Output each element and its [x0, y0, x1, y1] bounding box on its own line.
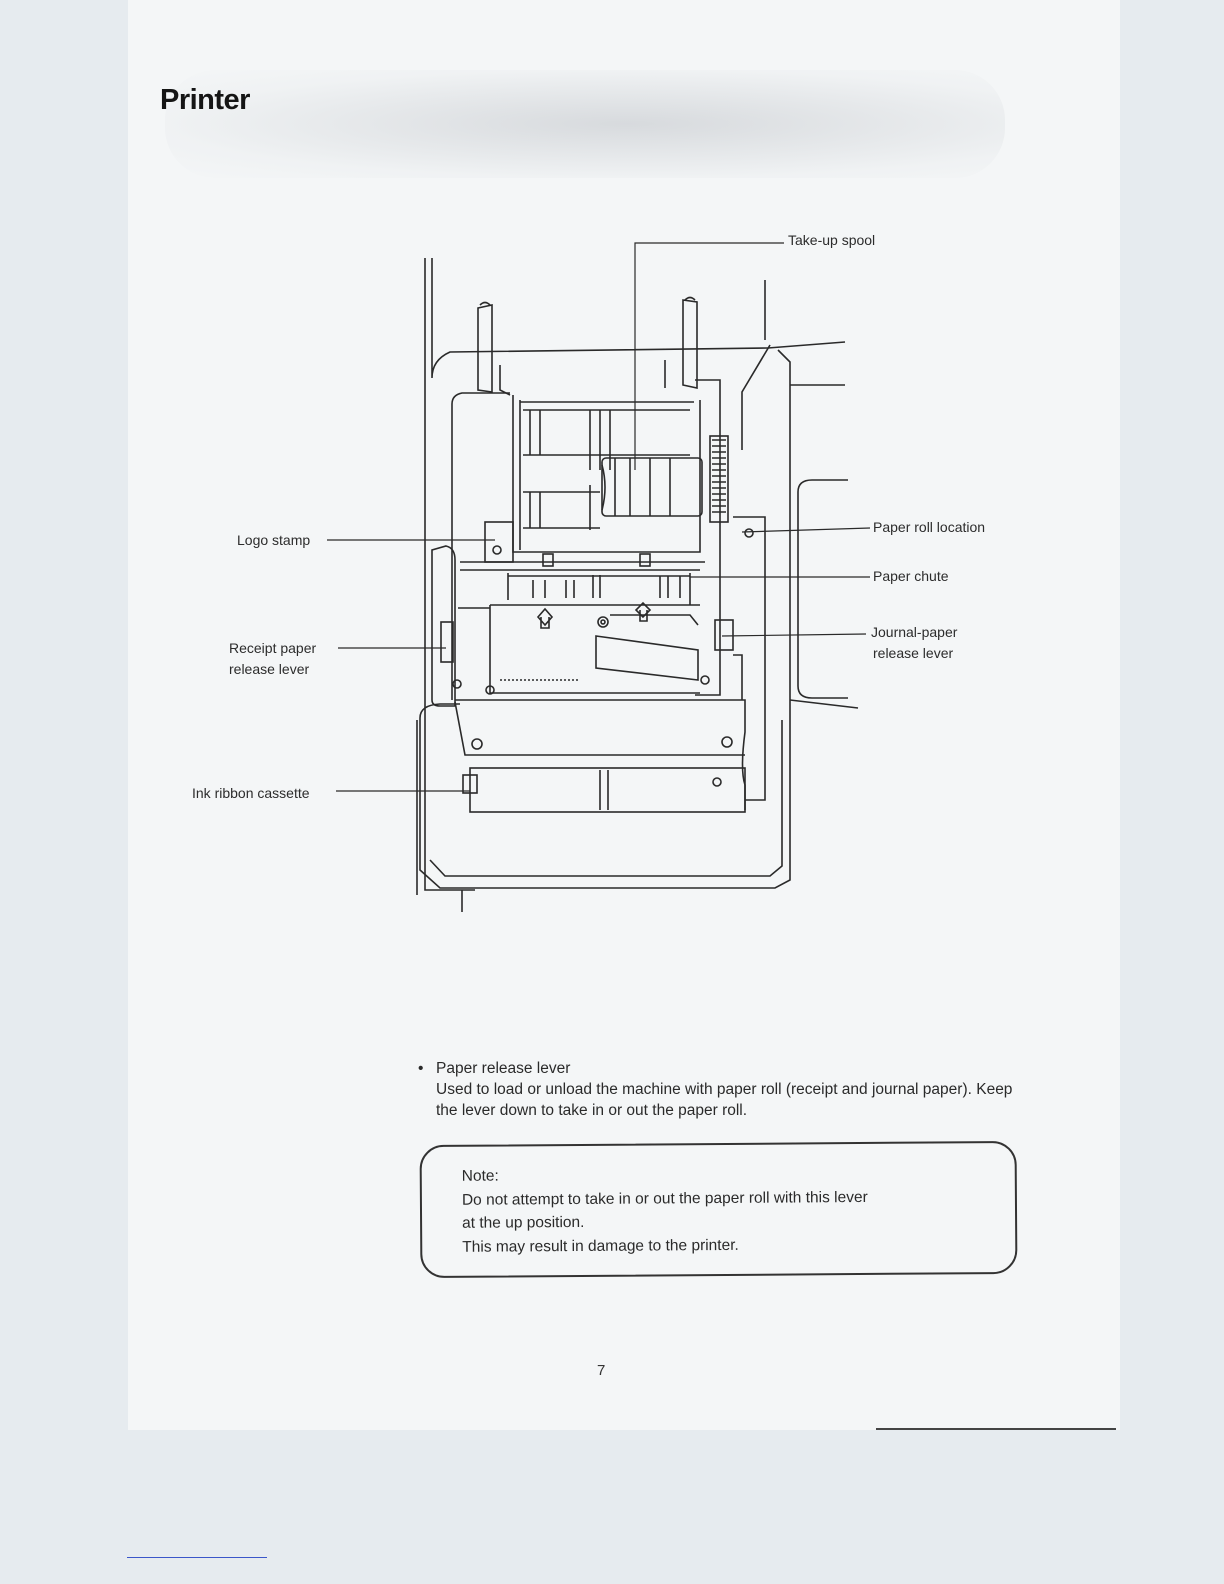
note-line-3: This may result in damage to the printer…	[462, 1236, 739, 1256]
callout-journal-line-1: Journal-paper	[871, 624, 958, 640]
note-box: Note: Do not attempt to take in or out t…	[419, 1140, 1018, 1279]
callout-paper-roll-location: Paper roll location	[873, 519, 986, 535]
callout-journal-line-2: release lever	[873, 645, 954, 661]
page-number: 7	[597, 1362, 606, 1379]
callout-ink-ribbon-cassette: Ink ribbon cassette	[192, 785, 310, 801]
note-line-2: at the up position.	[462, 1213, 585, 1232]
bullet-title: Paper release lever	[436, 1060, 571, 1077]
callout-journal-paper-release-lever: Journal-paper release lever	[871, 622, 957, 664]
bottom-rule	[876, 1428, 1116, 1430]
page-title: Printer	[160, 84, 250, 116]
note-text: Note: Do not attempt to take in or out t…	[462, 1162, 868, 1259]
callout-receipt-line-1: Receipt paper	[229, 640, 317, 656]
bullet-body: Used to load or unload the machine with …	[436, 1081, 1013, 1119]
link-underline	[127, 1557, 267, 1558]
bullet-symbol: •	[418, 1060, 424, 1077]
callout-paper-chute: Paper chute	[873, 568, 949, 584]
note-line-1: Do not attempt to take in or out the pap…	[461, 1188, 868, 1209]
note-heading: Note:	[461, 1167, 499, 1185]
callout-take-up-spool: Take-up spool	[788, 232, 876, 248]
bleed-through-band	[165, 70, 1005, 178]
callout-logo-stamp: Logo stamp	[237, 532, 311, 548]
callout-receipt-line-2: release lever	[229, 661, 310, 677]
callout-receipt-paper-release-lever: Receipt paper release lever	[229, 638, 316, 680]
